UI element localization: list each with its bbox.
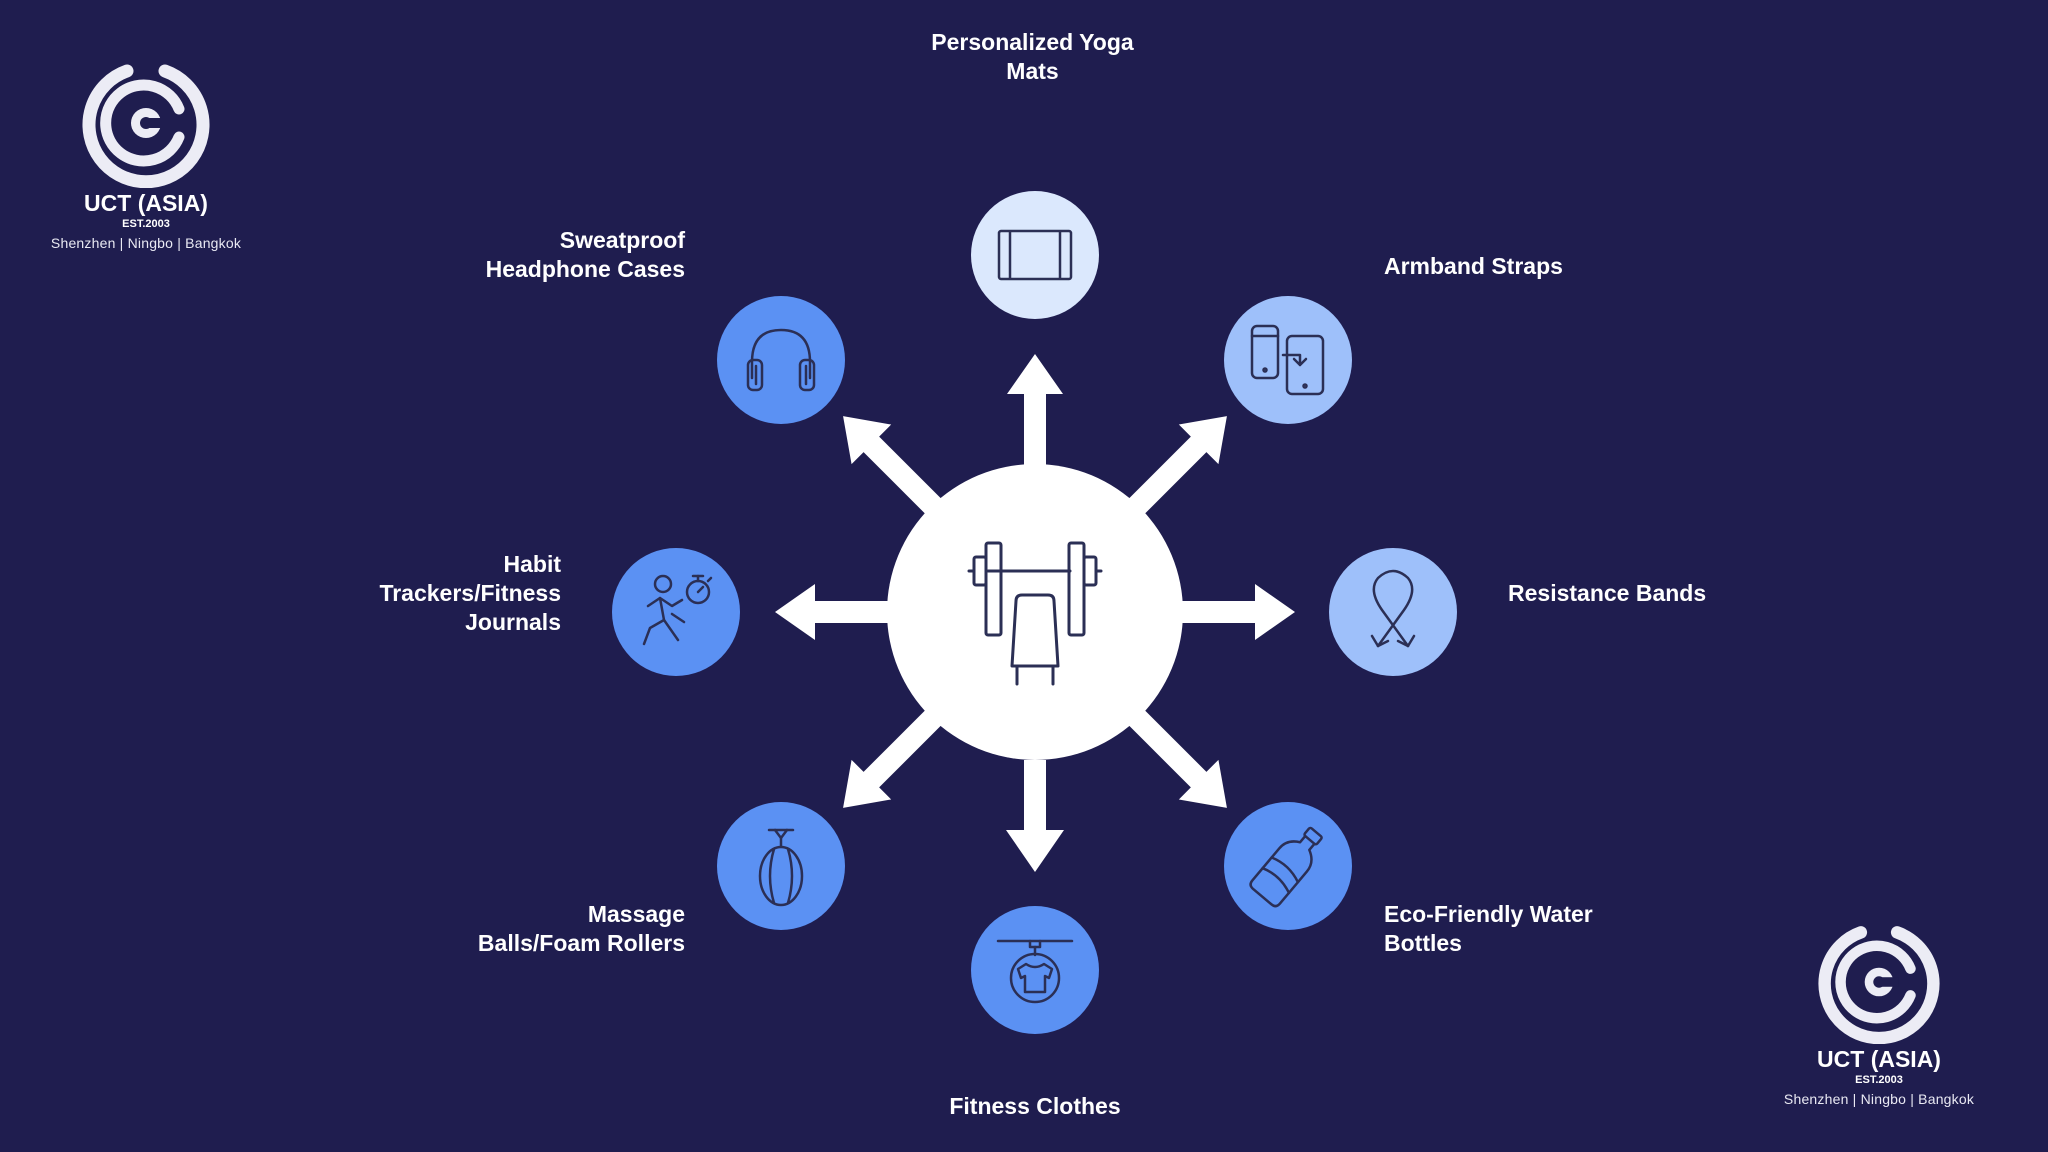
shirt-hanger-icon xyxy=(996,939,1074,1004)
logo-est-text: EST.2003 xyxy=(1855,1074,1903,1086)
logo-brand-text: UCT (ASIA) xyxy=(84,190,208,216)
node-armband xyxy=(1224,296,1352,424)
node-label-habit: Habit Trackers/Fitness Journals xyxy=(379,551,561,635)
node-label-bands: Resistance Bands xyxy=(1508,580,1707,606)
bench-press-icon xyxy=(967,541,1103,686)
arrow-down xyxy=(1006,760,1064,872)
arrow-up-left xyxy=(843,416,943,516)
arrow-right xyxy=(1170,584,1295,640)
node-label-yoga: Personalized Yoga Mats xyxy=(931,29,1134,84)
node-label-armband: Armband Straps xyxy=(1384,253,1563,279)
logo-mark-icon xyxy=(82,64,210,188)
arrow-up xyxy=(1007,354,1063,466)
arrow-down-right xyxy=(1127,708,1227,808)
node-label-headphone: Sweatproof Headphone Cases xyxy=(485,227,685,282)
logo-brand-text: UCT (ASIA) xyxy=(1817,1046,1941,1072)
node-headphone xyxy=(717,296,845,424)
yoga-mat-icon xyxy=(997,229,1073,281)
punching-bag-icon xyxy=(758,828,804,907)
headphones-icon xyxy=(746,328,816,392)
node-label-clothes: Fitness Clothes xyxy=(949,1093,1121,1119)
nodes xyxy=(612,191,1457,1034)
node-yoga xyxy=(971,191,1099,319)
node-bottles xyxy=(1224,802,1352,930)
node-label-bottles: Eco-Friendly Water Bottles xyxy=(1384,901,1593,956)
node-label-massage: Massage Balls/Foam Rollers xyxy=(477,901,685,956)
node-habit xyxy=(612,548,740,676)
phone-armband-icon xyxy=(1250,324,1325,396)
hub xyxy=(887,464,1183,760)
runner-stopwatch-icon xyxy=(642,574,713,646)
company-logo-bottom-right: UCT (ASIA) EST.2003 Shenzhen | Ningbo | … xyxy=(1764,920,1994,1110)
logo-cities-text: Shenzhen | Ningbo | Bangkok xyxy=(50,235,242,251)
logo-est-text: EST.2003 xyxy=(122,218,170,230)
node-massage xyxy=(717,802,845,930)
node-clothes xyxy=(971,906,1099,1034)
logo-mark-icon xyxy=(1818,926,1940,1044)
hub-circle xyxy=(887,464,1183,760)
ribbon-icon xyxy=(1370,569,1416,648)
arrow-down-left xyxy=(843,708,943,808)
arrows xyxy=(775,354,1295,872)
water-bottle-icon xyxy=(1249,826,1323,908)
arrow-up-right xyxy=(1127,416,1227,516)
logo-cities-text: Shenzhen | Ningbo | Bangkok xyxy=(1783,1091,1975,1107)
node-bands xyxy=(1329,548,1457,676)
company-logo-top-left: UCT (ASIA) EST.2003 Shenzhen | Ningbo | … xyxy=(31,58,261,254)
arrow-left xyxy=(775,584,900,640)
